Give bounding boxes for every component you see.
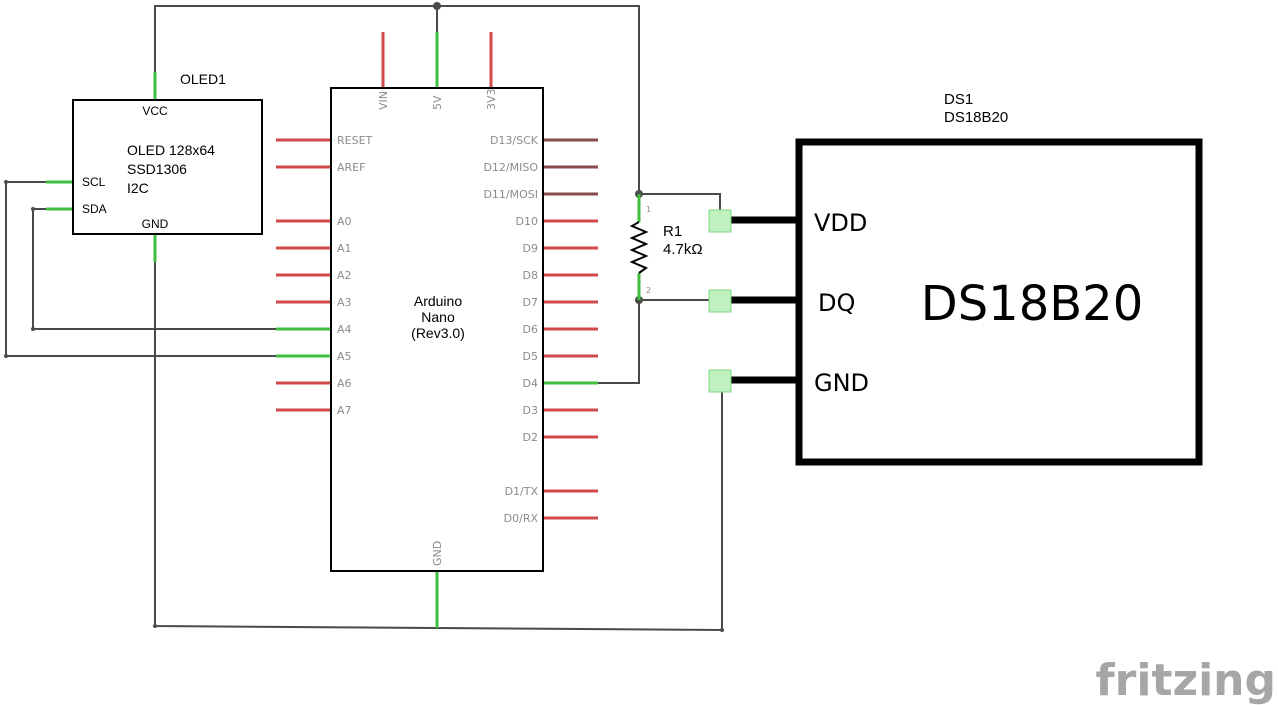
nano-title-line2: Nano	[421, 309, 455, 325]
nano-pin-label: D5	[523, 350, 538, 363]
ds18b20-sensor[interactable]: DS1 DS18B20 VDD DQ GND DS18B20	[708, 91, 1203, 466]
nano-pin-label: D13/SCK	[490, 134, 539, 147]
oled-body	[72, 99, 263, 235]
wires	[5, 5, 723, 632]
nano-pin-label: A3	[337, 296, 352, 309]
oled-scl-label: SCL	[82, 175, 106, 189]
wire-5v-rail[interactable]	[154, 5, 640, 194]
nano-title-line3: (Rev3.0)	[411, 325, 465, 341]
oled-vcc-label: VCC	[142, 104, 168, 118]
nano-title-line1: Arduino	[414, 293, 462, 309]
oled-title-line2: SSD1306	[127, 161, 187, 177]
nano-pin-label: A2	[337, 269, 352, 282]
wire-d4[interactable]	[598, 300, 640, 384]
sensor-vdd-label: VDD	[814, 209, 867, 237]
sensor-gnd-connector[interactable]	[708, 369, 732, 393]
nano-pin-label: D6	[523, 323, 538, 336]
nano-pin-label: D3	[523, 404, 538, 417]
nano-pin-label: D10	[516, 215, 538, 228]
sensor-reference: DS1	[944, 91, 973, 108]
nano-pin-label: A0	[337, 215, 352, 228]
nano-pin-label: D11/MOSI	[483, 188, 538, 201]
nano-pin-label: A5	[337, 350, 352, 363]
sensor-gnd-label: GND	[814, 369, 869, 397]
nano-pin-label: D12/MISO	[483, 161, 538, 174]
nano-pin-label: D8	[523, 269, 538, 282]
sensor-model: DS18B20	[944, 109, 1008, 126]
junction-dot	[4, 354, 8, 358]
sensor-body-label: DS18B20	[921, 276, 1144, 332]
nano-pin-label: RESET	[337, 134, 373, 147]
junction-dot	[4, 180, 8, 184]
oled-sda-label: SDA	[82, 202, 107, 216]
nano-pin-label: GND	[431, 541, 444, 566]
sensor-body	[795, 138, 1203, 466]
sensor-dq-label: DQ	[818, 289, 855, 317]
nano-pin-label: AREF	[337, 161, 365, 174]
nano-pin-label: D2	[523, 431, 538, 444]
resistor-r1[interactable]: 1 2 R1 4.7kΩ	[629, 194, 703, 300]
junction-dot	[31, 327, 35, 331]
nano-pin-label: A1	[337, 242, 352, 255]
junction-dot	[720, 628, 724, 632]
nano-pin-label: D4	[523, 377, 538, 390]
oled-title-line1: OLED 128x64	[127, 142, 215, 158]
nano-pin-label: D1/TX	[505, 485, 539, 498]
nano-body	[330, 87, 544, 572]
nano-pin-label: D9	[523, 242, 538, 255]
wire-scl-a5[interactable]	[5, 181, 276, 357]
sensor-dq-connector[interactable]	[708, 289, 732, 313]
nano-pin-label: A7	[337, 404, 352, 417]
nano-pin-label: 3V3	[485, 88, 498, 110]
resistor-pin1-label: 1	[646, 205, 651, 214]
junction-dot	[153, 624, 157, 628]
junctions	[4, 2, 724, 632]
nano-pin-label: A6	[337, 377, 352, 390]
resistor-value: 4.7kΩ	[663, 241, 703, 258]
nano-pin-label: D7	[523, 296, 538, 309]
resistor-reference: R1	[663, 223, 682, 240]
junction-dot	[433, 2, 441, 10]
oled-reference: OLED1	[180, 71, 226, 87]
nano-pin-label: 5V	[431, 95, 444, 110]
oled-gnd-label: GND	[142, 217, 169, 231]
nano-pin-label: A4	[337, 323, 352, 336]
sensor-vdd-connector[interactable]	[708, 209, 732, 233]
wire-vdd[interactable]	[639, 193, 721, 210]
nano-pin-stubs	[276, 32, 598, 628]
resistor-pin2-label: 2	[646, 286, 651, 295]
fritzing-logo: fritzing	[1096, 655, 1276, 705]
nano-pin-label: D0/RX	[504, 512, 539, 525]
junction-dot	[31, 207, 35, 211]
oled-title-line3: I2C	[127, 180, 149, 196]
resistor-zigzag	[629, 221, 649, 274]
nano-pin-label: VIN	[377, 91, 390, 110]
oled-module[interactable]: OLED1 OLED 128x64 SSD1306 I2C VCC GND SC…	[46, 71, 263, 262]
